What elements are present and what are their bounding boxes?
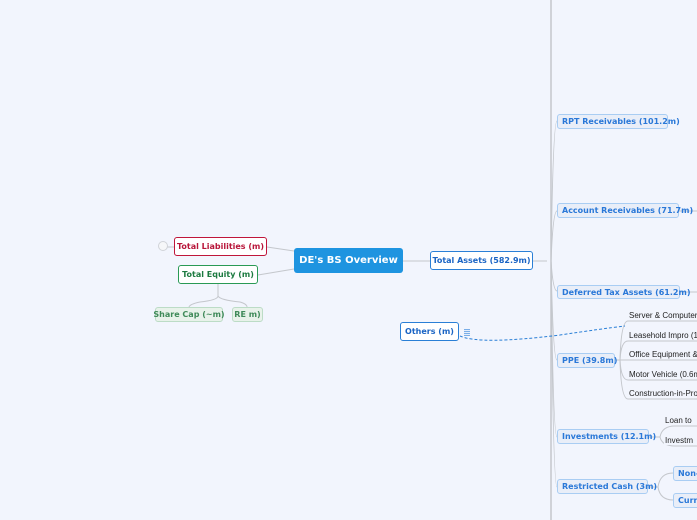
investment-leaf[interactable]: Loan to bbox=[664, 416, 693, 425]
ppe-leaf[interactable]: Server & Computers bbox=[628, 311, 697, 320]
share-cap-node[interactable]: Share Cap (~m) bbox=[153, 307, 225, 322]
ppe-node[interactable]: PPE (39.8m) bbox=[557, 353, 617, 368]
collapse-toggle-icon[interactable] bbox=[158, 241, 168, 251]
ppe-leaf[interactable]: Motor Vehicle (0.6m bbox=[628, 370, 697, 379]
deferred-tax-assets-node[interactable]: Deferred Tax Assets (61.2m) bbox=[557, 285, 690, 299]
total-liabilities-node[interactable]: Total Liabilities (m) bbox=[174, 237, 267, 256]
restricted-cash-node[interactable]: Restricted Cash (3m) bbox=[557, 479, 657, 494]
root-node[interactable]: DE's BS Overview bbox=[294, 248, 403, 273]
ppe-leaf[interactable]: Construction-in-Pro bbox=[628, 389, 697, 398]
total-assets-node[interactable]: Total Assets (582.9m) bbox=[430, 251, 533, 270]
investments-node[interactable]: Investments (12.1m) bbox=[557, 429, 656, 444]
others-node[interactable]: Others (m) bbox=[400, 322, 459, 341]
non-current-cash-node[interactable]: Non-c bbox=[673, 466, 697, 481]
rpt-receivables-node[interactable]: RPT Receivables (101.2m) bbox=[557, 114, 680, 129]
ppe-leaf[interactable]: Office Equipment & bbox=[628, 350, 697, 359]
account-receivables-node[interactable]: Account Receivables (71.7m) bbox=[557, 203, 693, 218]
note-icon[interactable] bbox=[464, 329, 470, 336]
current-cash-node[interactable]: Curre bbox=[673, 493, 697, 508]
ppe-leaf[interactable]: Leasehold Impro (1 bbox=[628, 331, 697, 340]
investment-leaf[interactable]: Investm bbox=[664, 436, 695, 445]
total-equity-node[interactable]: Total Equity (m) bbox=[178, 265, 258, 284]
retained-earnings-node[interactable]: RE m) bbox=[232, 307, 263, 322]
